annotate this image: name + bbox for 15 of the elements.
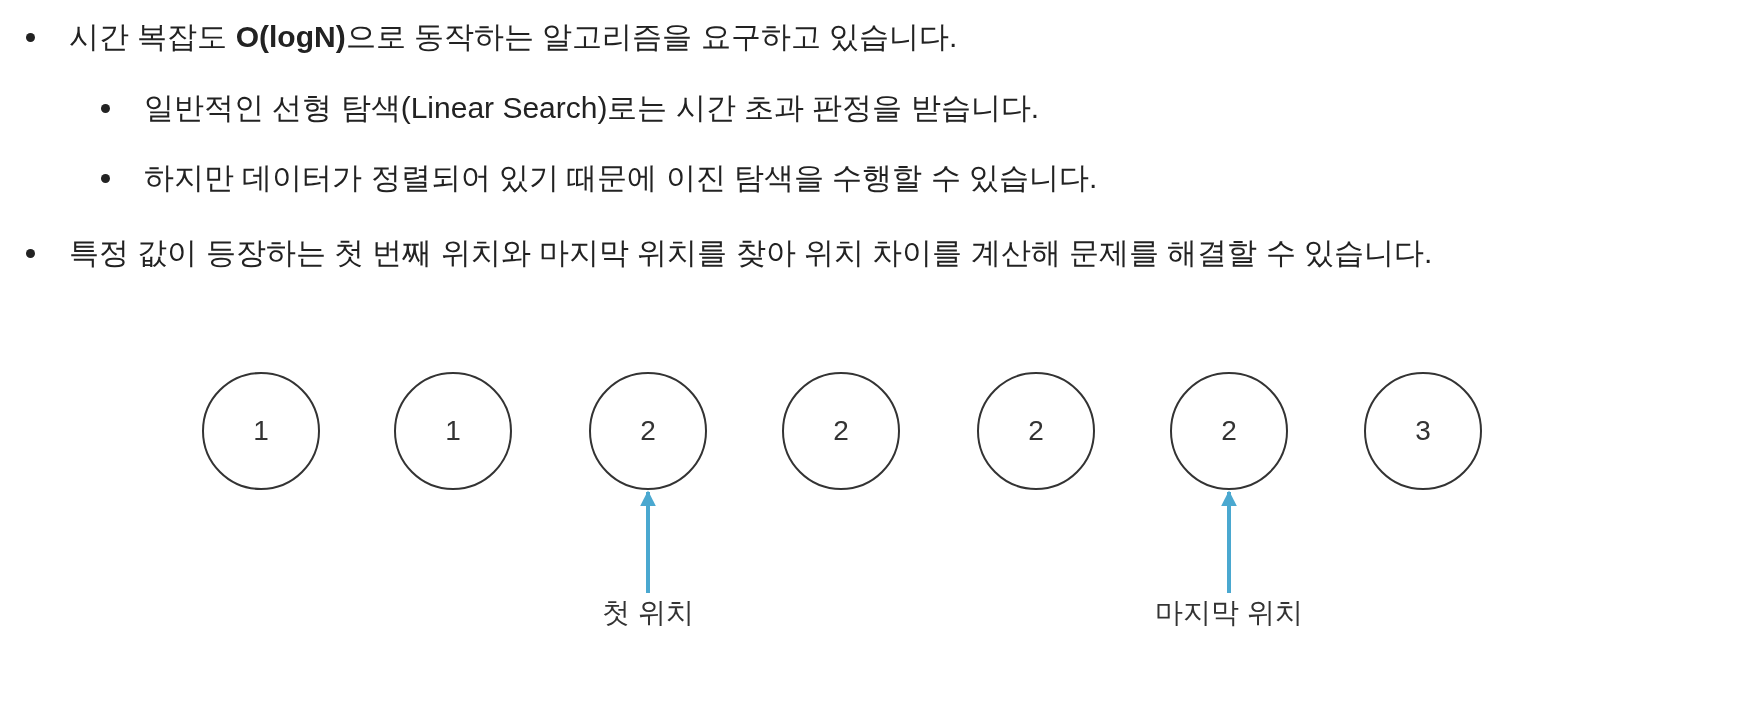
number-circle: 2 bbox=[1170, 372, 1288, 490]
number-circle: 3 bbox=[1364, 372, 1482, 490]
position-label: 마지막 위치 bbox=[1129, 593, 1329, 633]
number-circle: 2 bbox=[782, 372, 900, 490]
number-circle: 1 bbox=[394, 372, 512, 490]
number-circle: 1 bbox=[202, 372, 320, 490]
position-label: 첫 위치 bbox=[578, 593, 718, 633]
sub-bullet-text: 일반적인 선형 탐색(Linear Search)로는 시간 초과 판정을 받습니다. bbox=[144, 90, 1040, 126]
arrow bbox=[640, 490, 656, 593]
number-circle: 2 bbox=[977, 372, 1095, 490]
number-circle: 2 bbox=[589, 372, 707, 490]
arrow bbox=[1221, 490, 1237, 593]
bullet-text: 시간 복잡도 O(logN)으로 동작하는 알고리즘을 요구하고 있습니다. bbox=[69, 19, 958, 55]
bullet-text: 특정 값이 등장하는 첫 번째 위치와 마지막 위치를 찾아 위치 차이를 계산해 문제를 해결할 수 있습니다. bbox=[69, 235, 1433, 271]
sub-bullet-text: 하지만 데이터가 정렬되어 있기 때문에 이진 탐색을 수행할 수 있습니다. bbox=[144, 160, 1098, 196]
